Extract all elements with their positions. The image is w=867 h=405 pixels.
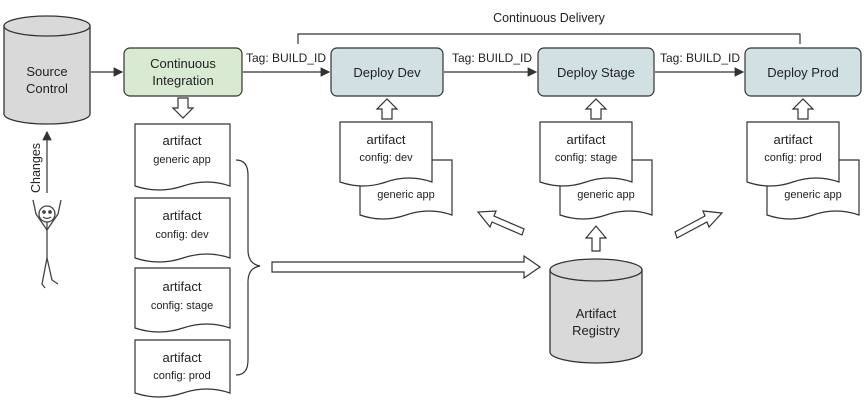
artifact-title: artifact	[162, 350, 201, 365]
ci-artifact-config-prod[interactable]: artifact config: prod	[134, 339, 231, 398]
ci-label-line1: Continuous	[150, 56, 216, 71]
artifact-subtitle: config: dev	[155, 229, 209, 241]
generic-app-label: generic app	[784, 189, 842, 201]
artifact-subtitle: config: prod	[764, 152, 821, 164]
generic-app-label: generic app	[577, 189, 635, 201]
ci-label-line2: Integration	[152, 73, 213, 88]
registry-to-prod-arrow	[674, 210, 724, 239]
ci-artifact-config-stage[interactable]: artifact config: stage	[134, 267, 231, 333]
developer-figure	[32, 199, 62, 289]
dev-config-artifact[interactable]: artifact config: dev	[339, 121, 433, 187]
continuous-delivery-bracket	[297, 33, 801, 44]
deploy-dev-box[interactable]: Deploy Dev	[330, 47, 444, 97]
prod-config-artifact[interactable]: artifact config: prod	[746, 121, 840, 187]
source-control-label-line1: Source	[26, 64, 67, 79]
stage-input-arrow	[584, 98, 608, 120]
source-control-label-line2: Control	[26, 81, 68, 96]
continuous-delivery-label: Continuous Delivery	[493, 11, 606, 25]
deploy-dev-label: Deploy Dev	[353, 65, 421, 80]
ci-artifact-config-dev[interactable]: artifact config: dev	[134, 197, 231, 263]
ci-output-arrow	[171, 97, 195, 119]
artifacts-brace	[235, 159, 261, 376]
deploy-stage-box[interactable]: Deploy Stage	[537, 47, 655, 97]
artifact-subtitle: generic app	[153, 154, 211, 166]
artifact-subtitle: config: stage	[555, 152, 617, 164]
artifact-title: artifact	[162, 133, 201, 148]
artifact-subtitle: config: stage	[151, 300, 213, 312]
deploy-prod-label: Deploy Prod	[767, 65, 839, 80]
dev-input-arrow	[375, 98, 399, 120]
tag-label: Tag: BUILD_ID	[660, 51, 740, 65]
registry-to-stage-arrow	[584, 225, 608, 252]
tag-label: Tag: BUILD_ID	[452, 51, 532, 65]
deploy-prod-box[interactable]: Deploy Prod	[744, 47, 862, 97]
prod-input-arrow	[791, 98, 815, 120]
artifact-registry-cylinder[interactable]: Artifact Registry	[549, 258, 643, 364]
artifact-title: artifact	[366, 132, 405, 147]
artifact-title: artifact	[162, 208, 201, 223]
continuous-integration-box[interactable]: Continuous Integration	[123, 47, 243, 97]
source-control-cylinder[interactable]: Source Control	[3, 15, 91, 125]
artifact-title: artifact	[162, 279, 201, 294]
artifact-title: artifact	[773, 132, 812, 147]
changes-label: Changes	[29, 143, 43, 193]
artifact-title: artifact	[566, 132, 605, 147]
artifact-subtitle: config: prod	[153, 370, 210, 382]
registry-label-line1: Artifact	[576, 306, 617, 321]
registry-to-dev-arrow	[476, 210, 525, 236]
deploy-stage-label: Deploy Stage	[557, 65, 635, 80]
stage-config-artifact[interactable]: artifact config: stage	[539, 121, 633, 187]
ci-artifact-generic[interactable]: artifact generic app	[134, 123, 231, 191]
artifact-subtitle: config: dev	[359, 152, 413, 164]
registry-label-line2: Registry	[572, 323, 620, 338]
to-registry-arrow	[271, 254, 542, 280]
generic-app-label: generic app	[377, 189, 435, 201]
tag-label: Tag: BUILD_ID	[246, 51, 326, 65]
